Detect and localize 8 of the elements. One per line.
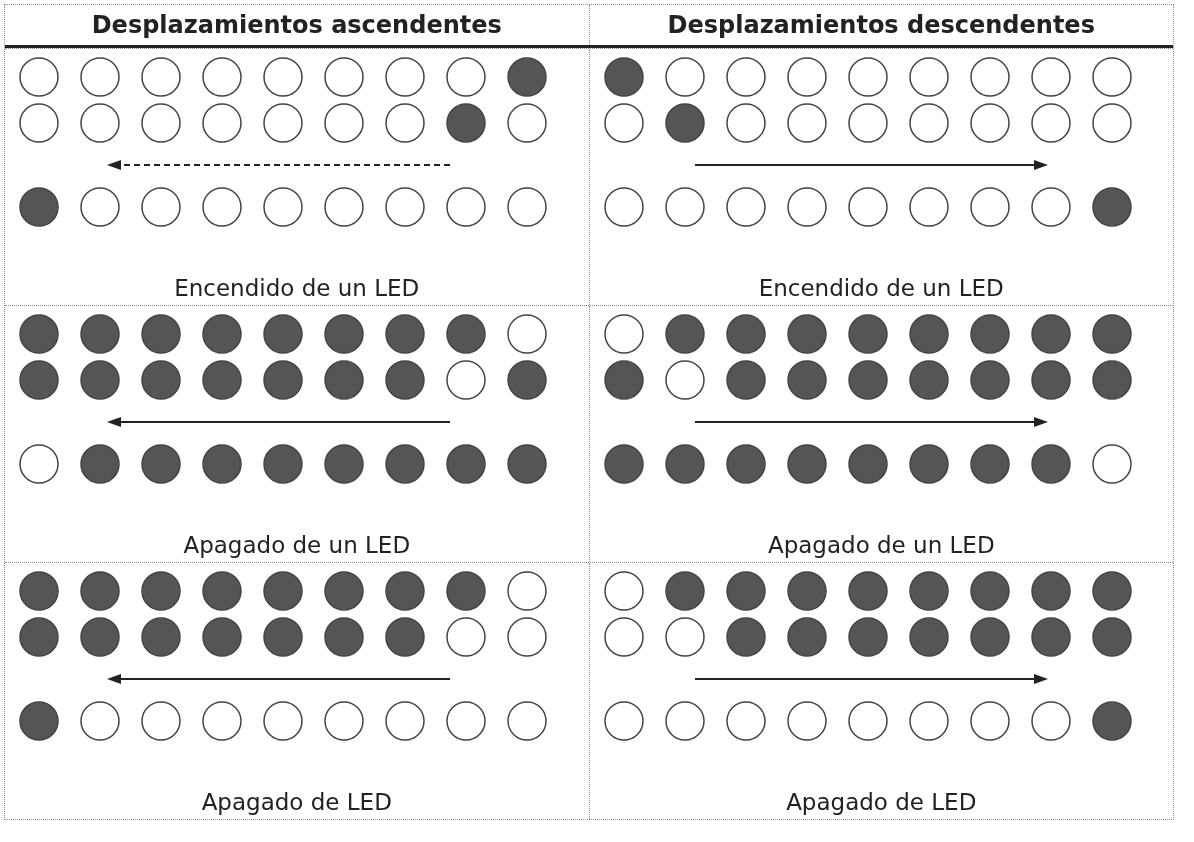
column-header: Desplazamientos ascendentes: [90, 10, 503, 41]
cell-caption: Apagado de LED: [786, 789, 977, 815]
cell-caption: Encendido de un LED: [174, 275, 420, 301]
cell-caption: Apagado de LED: [201, 789, 392, 815]
cell-caption: Apagado de un LED: [183, 532, 411, 558]
cell-caption: Encendido de un LED: [758, 275, 1004, 301]
column-header: Desplazamientos descendentes: [588, 5, 1173, 45]
cell-caption: Apagado de un LED: [767, 532, 995, 558]
